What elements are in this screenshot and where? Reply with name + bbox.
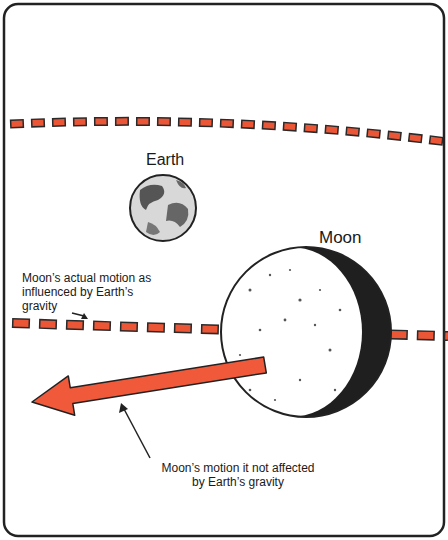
callout-text: Moon’s motion it not affected by Earth’s… (158, 462, 318, 490)
leader-inertial (119, 403, 150, 458)
planet-label: Earth (146, 151, 184, 169)
leader-actual (72, 313, 88, 319)
orbit-top (10, 121, 448, 142)
callout-text: Moon’s actual motion as influenced by Ea… (22, 272, 162, 313)
moon (220, 247, 391, 417)
moon-label: Moon (319, 228, 362, 248)
inertial-arrow (32, 357, 266, 415)
earth (130, 175, 196, 241)
frame (4, 4, 444, 536)
